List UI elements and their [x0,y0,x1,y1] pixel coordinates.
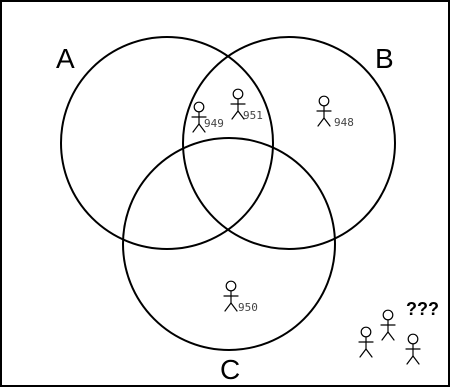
unknown-person-2-icon [380,309,396,341]
person-949-label: 949 [204,117,224,130]
person-949-icon [191,101,207,133]
person-948-icon [316,95,332,127]
circle-b [182,36,396,250]
set-label-b: B [375,43,394,74]
person-950-label: 950 [238,301,258,314]
person-950-icon [223,280,239,312]
circle-c [122,137,336,351]
person-948-label: 948 [334,116,354,129]
circle-a [60,36,274,250]
unknown-group-label: ??? [406,299,439,319]
set-label-a: A [56,43,75,74]
set-label-c: C [220,354,240,385]
unknown-person-1-icon [358,326,374,358]
person-951-icon [230,88,246,120]
person-951-label: 951 [243,109,263,122]
unknown-person-3-icon [405,333,421,365]
